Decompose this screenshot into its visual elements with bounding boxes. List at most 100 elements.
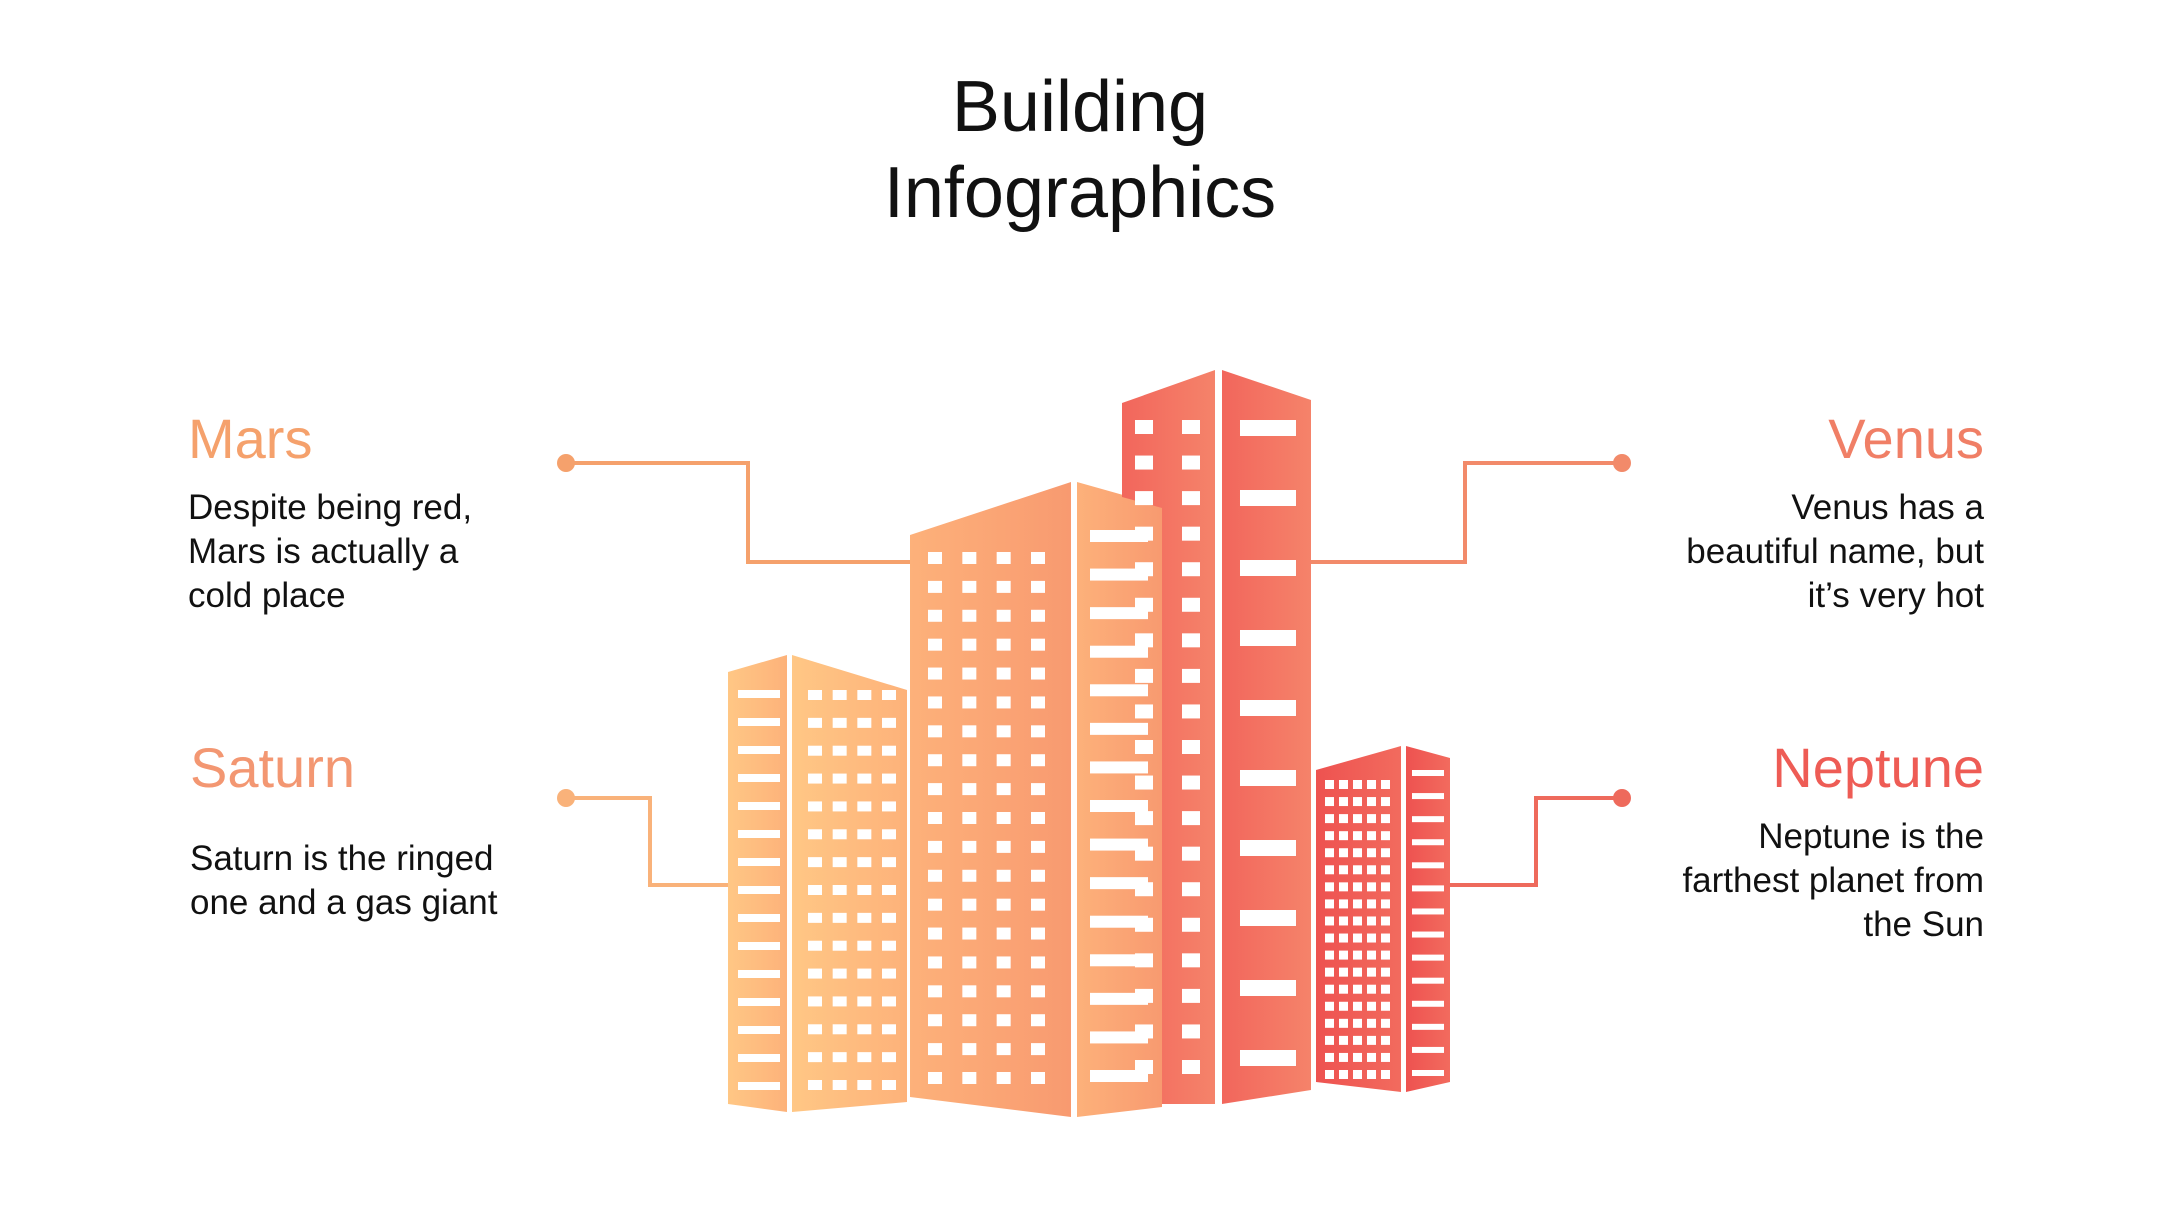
window (882, 829, 896, 840)
window (1031, 552, 1045, 564)
window (1031, 956, 1045, 969)
window (1090, 1031, 1148, 1044)
window (1412, 1000, 1444, 1007)
window (857, 690, 872, 700)
window (1381, 848, 1390, 858)
window (738, 1082, 780, 1090)
window (1135, 882, 1153, 897)
window (808, 690, 822, 700)
saturn-desc-line: Saturn is the ringed (190, 839, 494, 878)
window (962, 552, 977, 564)
window (808, 773, 822, 784)
window (1325, 882, 1334, 892)
window (1182, 491, 1200, 506)
window (1090, 607, 1148, 620)
window (1339, 950, 1348, 960)
window (1182, 811, 1200, 826)
window (738, 914, 780, 922)
window (857, 745, 872, 756)
window (738, 886, 780, 894)
window (1090, 684, 1148, 697)
window (1182, 917, 1200, 932)
neptune-desc-line: Neptune is the (1758, 817, 1984, 856)
window (1412, 977, 1444, 984)
window (1381, 984, 1390, 994)
window (1367, 797, 1376, 807)
window (996, 869, 1011, 882)
window (1353, 831, 1362, 841)
window (1381, 882, 1390, 892)
window (1090, 722, 1148, 735)
window (1240, 1050, 1296, 1066)
window (996, 898, 1011, 911)
window (738, 718, 780, 726)
saturn-description: Saturn is the ringed one and a gas giant (190, 837, 570, 925)
window (1367, 1018, 1376, 1028)
window (882, 690, 896, 700)
window (1182, 1060, 1200, 1074)
mars-desc-line: cold place (188, 576, 346, 615)
window (1339, 899, 1348, 909)
window (1135, 633, 1153, 648)
window (1031, 985, 1045, 998)
window (962, 580, 977, 593)
window (1339, 1018, 1348, 1028)
window (962, 1014, 977, 1027)
window (1353, 967, 1362, 977)
window (1090, 761, 1148, 774)
building-right (1316, 746, 1450, 1092)
window (1182, 633, 1200, 648)
venus-desc-line: Venus has a (1791, 488, 1984, 527)
mars-desc-line: Despite being red, (188, 488, 473, 527)
window (1381, 1001, 1390, 1011)
window (857, 717, 872, 728)
venus-heading: Venus (1828, 407, 1984, 470)
window (1031, 609, 1045, 622)
window (996, 609, 1011, 622)
window (1381, 933, 1390, 943)
window (928, 580, 942, 593)
neptune-heading: Neptune (1772, 736, 1984, 799)
building-tall (1122, 370, 1311, 1104)
window (928, 783, 942, 796)
window (1339, 797, 1348, 807)
window (1367, 899, 1376, 909)
window (1367, 865, 1376, 875)
window (996, 1043, 1011, 1056)
window (1339, 1052, 1348, 1062)
window (928, 1014, 942, 1027)
title-line-2: Infographics (883, 153, 1277, 233)
window (1031, 869, 1045, 882)
window (996, 1014, 1011, 1027)
window (1031, 580, 1045, 593)
window (882, 1052, 896, 1063)
window (738, 830, 780, 838)
window (882, 801, 896, 812)
mars-heading: Mars (188, 407, 313, 470)
window (857, 857, 872, 868)
window (1090, 877, 1148, 890)
window (1367, 967, 1376, 977)
window (1339, 831, 1348, 841)
window (1031, 812, 1045, 824)
window (832, 1024, 847, 1035)
window (857, 885, 872, 895)
window (1353, 1070, 1362, 1079)
window (1135, 704, 1153, 719)
window (1367, 933, 1376, 943)
window (808, 968, 822, 979)
window (1412, 839, 1444, 846)
connector-neptune (1450, 789, 1631, 887)
window (1135, 1060, 1153, 1074)
window (1412, 793, 1444, 800)
window (1367, 882, 1376, 892)
window (1339, 967, 1348, 977)
window (962, 783, 977, 796)
window (1182, 988, 1200, 1003)
window (1031, 927, 1045, 940)
window (1090, 838, 1148, 851)
window (808, 996, 822, 1007)
window (962, 667, 977, 680)
